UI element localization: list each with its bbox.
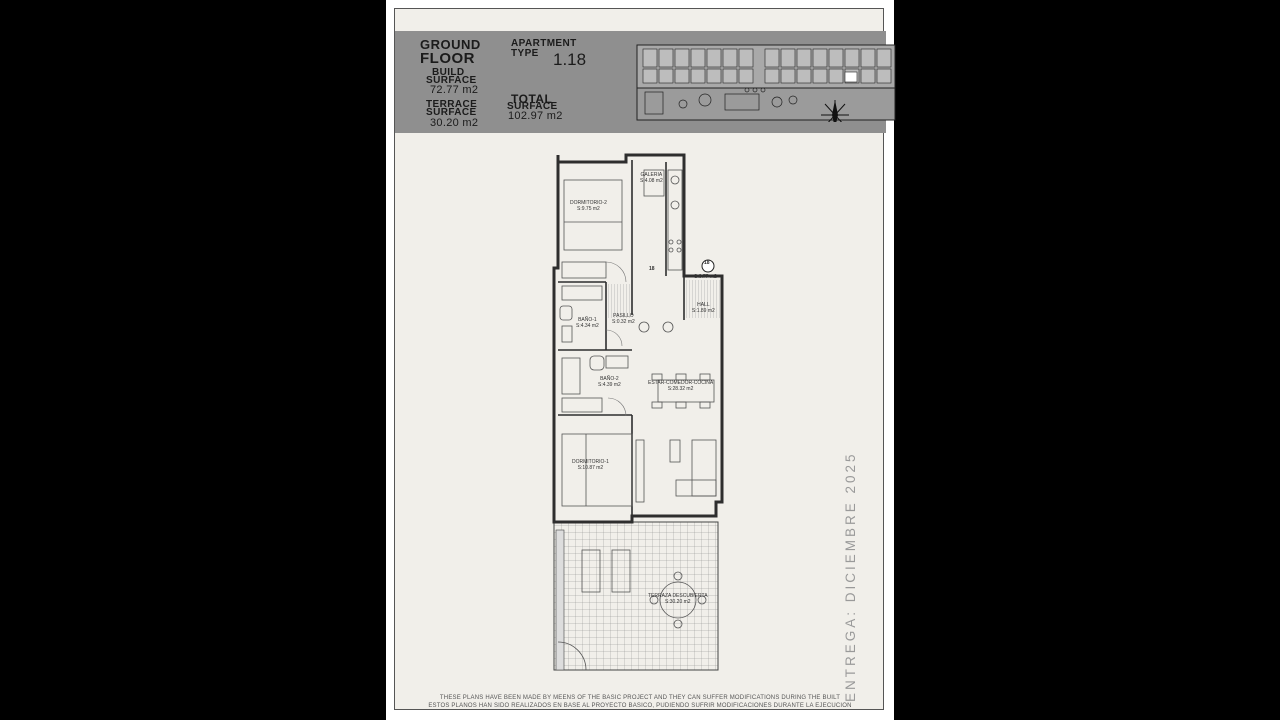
- type-label: TYPE: [511, 48, 539, 59]
- room-hall: HALL S:1.89 m2: [692, 302, 715, 314]
- room-dormitorio-1: DORMITORIO-1 S:10.87 m2: [572, 459, 609, 471]
- room-estar-comedor-cocina: ESTAR-COMEDOR-COCINA S:28.32 m2: [648, 380, 713, 392]
- build-surface-value: 72.77 m2: [430, 84, 479, 96]
- room-name: BAÑO-1: [578, 317, 597, 323]
- floor-label-line2: FLOOR: [420, 50, 475, 67]
- room-area: S:4.08 m2: [640, 178, 663, 184]
- disclaimer-english: THESE PLANS HAVE BEEN MADE BY MEENS OF T…: [439, 695, 841, 701]
- header-band: GROUND FLOOR APARTMENT TYPE 1.18 BUILD S…: [395, 31, 896, 133]
- room-dormitorio-2: DORMITORIO-2 S:9.75 m2: [570, 200, 607, 212]
- room-terraza-descubierta: TERRAZA DESCUBIERTA S:30.20 m2: [648, 593, 708, 605]
- apartment-type-number: 1.18: [553, 50, 587, 69]
- unit-number-marker: 18: [649, 266, 655, 272]
- delivery-date-text: ENTREGA: DICIEMBRE 2025: [843, 451, 858, 702]
- terrace-surface-label-line1: TERRACE: [426, 99, 478, 110]
- build-surface-label-line2: SURFACE: [426, 75, 477, 86]
- room-name: GALERIA: [640, 172, 663, 178]
- small-hall-area: S:0.77 m2: [694, 274, 717, 280]
- terrace-surface-label-line2: SURFACE: [426, 107, 477, 118]
- room-bano-2: BAÑO-2 S:4.39 m2: [598, 376, 621, 388]
- build-surface-label-line1: BUILD: [432, 67, 465, 78]
- room-area: S:4.34 m2: [576, 323, 599, 329]
- room-name: PASILLO: [613, 313, 634, 319]
- room-area: S:30.20 m2: [664, 599, 691, 605]
- room-name: ESTAR-COMEDOR-COCINA: [648, 380, 714, 386]
- terrace-surface-value: 30.20 m2: [430, 117, 479, 129]
- room-bano-1: BAÑO-1 S:4.34 m2: [576, 317, 599, 329]
- room-area: S:4.39 m2: [598, 382, 621, 388]
- room-name: DORMITORIO-1: [572, 459, 609, 465]
- room-area: S:1.89 m2: [692, 308, 715, 314]
- room-galeria: GALERIA S:4.08 m2: [640, 172, 663, 184]
- room-name: BAÑO-2: [600, 376, 619, 382]
- room-pasillo: PASILLO S:0.32 m2: [612, 313, 635, 325]
- total-surface-label-line2: SURFACE: [507, 101, 558, 112]
- room-area: S:9.75 m2: [577, 206, 600, 212]
- disclaimer-spanish: ESTOS PLANOS HAN SIDO REALIZADOS EN BASE…: [428, 703, 852, 709]
- total-surface-value: 102.97 m2: [508, 110, 563, 122]
- site-key-plan: [636, 44, 896, 122]
- apartment-label: APARTMENT: [511, 38, 577, 49]
- room-area: S:10.87 m2: [577, 465, 604, 471]
- room-area: S:0.32 m2: [612, 319, 635, 325]
- room-area: S:28.32 m2: [667, 386, 694, 392]
- floor-plan-sheet: GROUND FLOOR APARTMENT TYPE 1.18 BUILD S…: [386, 0, 896, 720]
- apartment-floor-plan: [552, 153, 724, 671]
- room-name: HALL: [697, 302, 710, 308]
- unit-marker-label: 18: [704, 260, 710, 266]
- floor-label-line1: GROUND: [420, 37, 481, 52]
- room-name: DORMITORIO-2: [570, 200, 607, 206]
- room-name: TERRAZA DESCUBIERTA: [648, 593, 708, 599]
- total-surface-label-line1: TOTAL: [511, 92, 553, 106]
